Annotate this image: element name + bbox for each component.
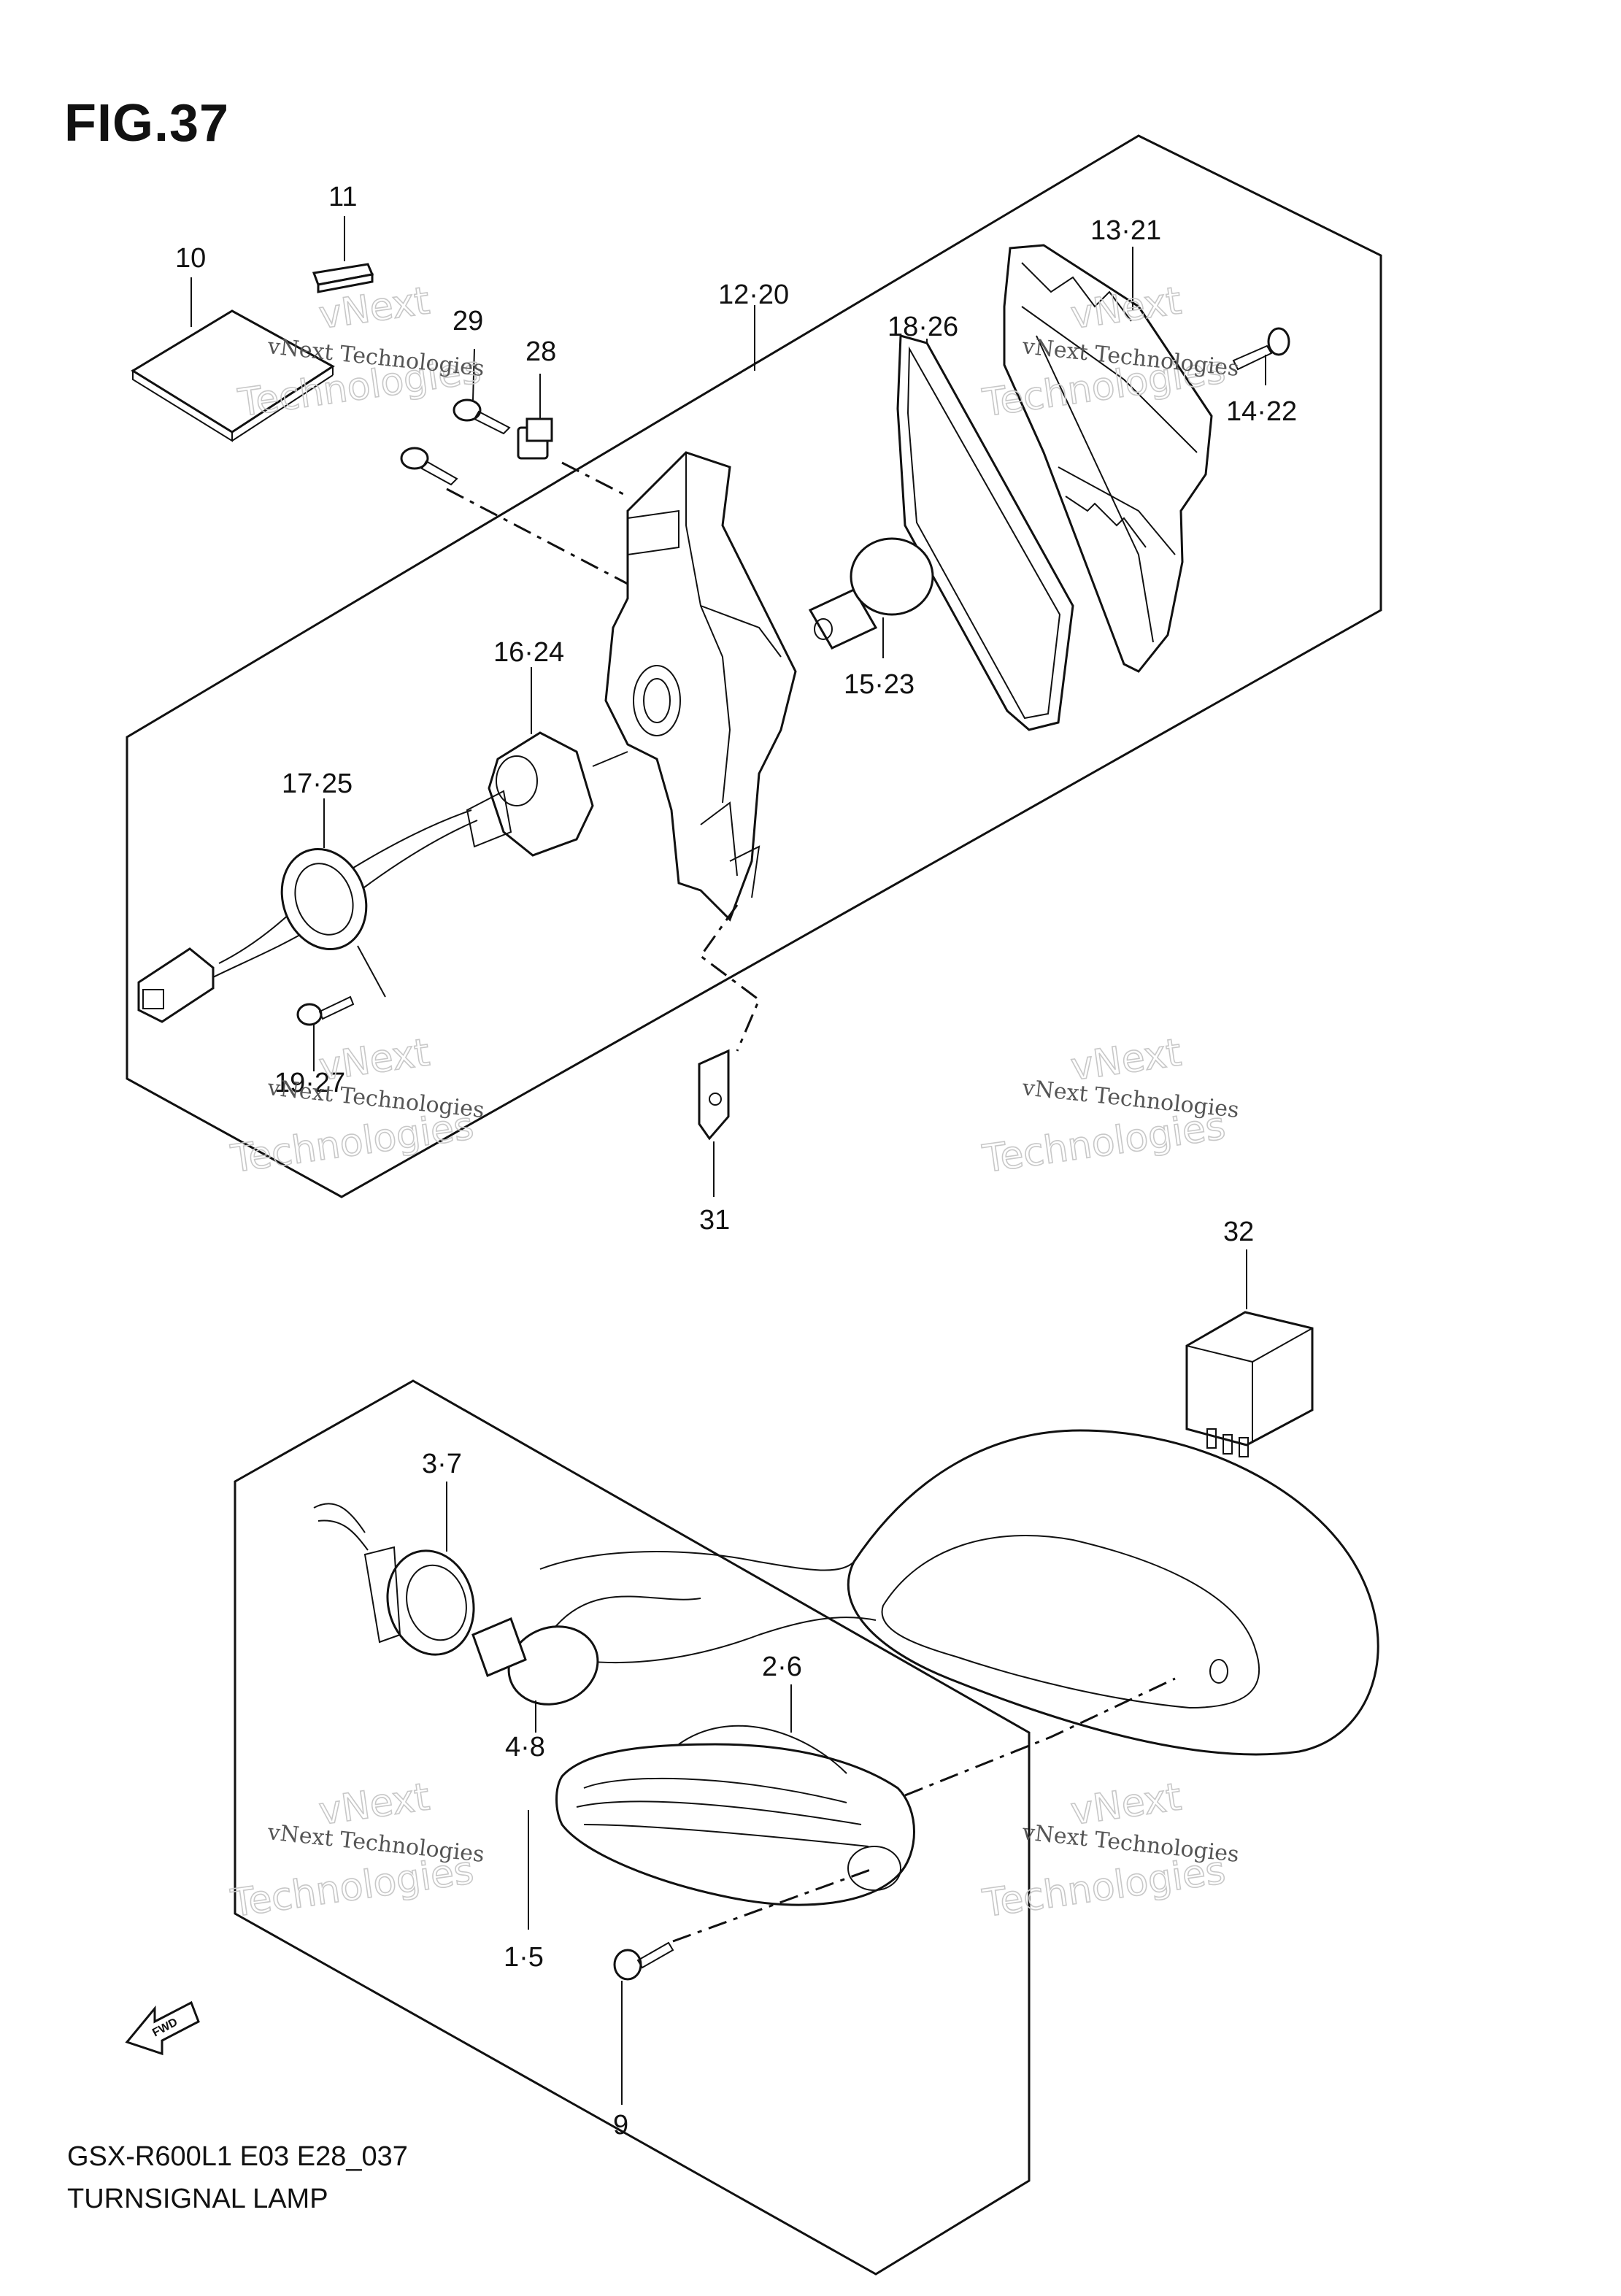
callout-15-23: 15·23 [844, 669, 915, 700]
svg-text:vNext Technologies: vNext Technologies [1020, 1819, 1240, 1868]
callout-12-20: 12·20 [718, 280, 789, 310]
callout-31: 31 [699, 1205, 730, 1236]
callout-18-26: 18·26 [887, 312, 958, 342]
watermark-mid-right: vNext Technologies vNext Technologies [979, 1030, 1241, 1182]
svg-text:vNext: vNext [316, 1030, 432, 1090]
part-12-20-housing [604, 451, 797, 922]
part-4-8-bulb [471, 1595, 701, 1706]
part-15-23-bulb [808, 537, 934, 650]
callout-29: 29 [453, 306, 483, 336]
part-13-21-lens [1003, 244, 1213, 673]
mirror-housing [539, 1429, 1379, 1756]
part-9-screw [613, 1941, 674, 1981]
watermark-bottom-left: vNext Technologies vNext Technologies [228, 1775, 486, 1927]
callout-14-22: 14·22 [1226, 396, 1297, 427]
figure-title: FIG.37 [64, 94, 230, 153]
svg-text:vNext Technologies: vNext Technologies [1020, 1075, 1240, 1123]
part-10-sheet [131, 309, 335, 442]
callout-1-5: 1·5 [504, 1942, 544, 1973]
upper-assembly-frame [126, 134, 1382, 1198]
callout-2-6: 2·6 [762, 1652, 802, 1682]
part-32-relay [1185, 1311, 1314, 1457]
part-18-26-gasket [896, 334, 1074, 731]
watermark-top-left: vNext Technologies vNext Technologies [235, 279, 486, 426]
lower-assembly-frame [234, 1379, 1031, 2276]
svg-text:vNext: vNext [316, 1775, 432, 1834]
part-3-7-socket [313, 1503, 475, 1656]
callout-11: 11 [328, 182, 357, 212]
callout-19-27: 19·27 [274, 1068, 345, 1098]
callout-13-21: 13·21 [1090, 215, 1161, 246]
fwd-arrow-icon [125, 2000, 200, 2056]
part-16-24-socket [466, 731, 628, 857]
part-2-6-lens [555, 1725, 915, 1906]
part-11-block [312, 263, 374, 293]
part-28-clip [517, 417, 553, 460]
callout-17-25: 17·25 [282, 768, 353, 799]
callout-28: 28 [525, 336, 556, 367]
part-14-22-screw [1232, 327, 1290, 371]
watermark-bottom-right: vNext Technologies vNext Technologies [979, 1775, 1241, 1927]
part-31-clip [698, 1049, 730, 1141]
watermark-mid-left: vNext Technologies vNext Technologies [228, 1030, 486, 1182]
svg-text:vNext Technologies: vNext Technologies [266, 1819, 485, 1868]
part-17-25-harness [137, 809, 478, 1023]
callout-9: 9 [613, 2110, 628, 2141]
callout-10: 10 [175, 243, 206, 274]
part-19-27-screw [296, 995, 355, 1026]
callout-32: 32 [1223, 1217, 1254, 1247]
figure-code: GSX-R600L1 E03 E28_037 [67, 2141, 408, 2172]
svg-text:vNext Technologies: vNext Technologies [266, 1075, 485, 1123]
part-29-screw [453, 398, 511, 435]
part-29-screw-lower [400, 447, 458, 486]
callout-3-7: 3·7 [422, 1449, 462, 1479]
svg-text:vNext: vNext [1068, 1775, 1184, 1834]
callout-4-8: 4·8 [505, 1732, 545, 1763]
callout-16-24: 16·24 [493, 637, 564, 668]
svg-text:vNext: vNext [1068, 1030, 1184, 1090]
figure-name: TURNSIGNAL LAMP [67, 2184, 328, 2214]
